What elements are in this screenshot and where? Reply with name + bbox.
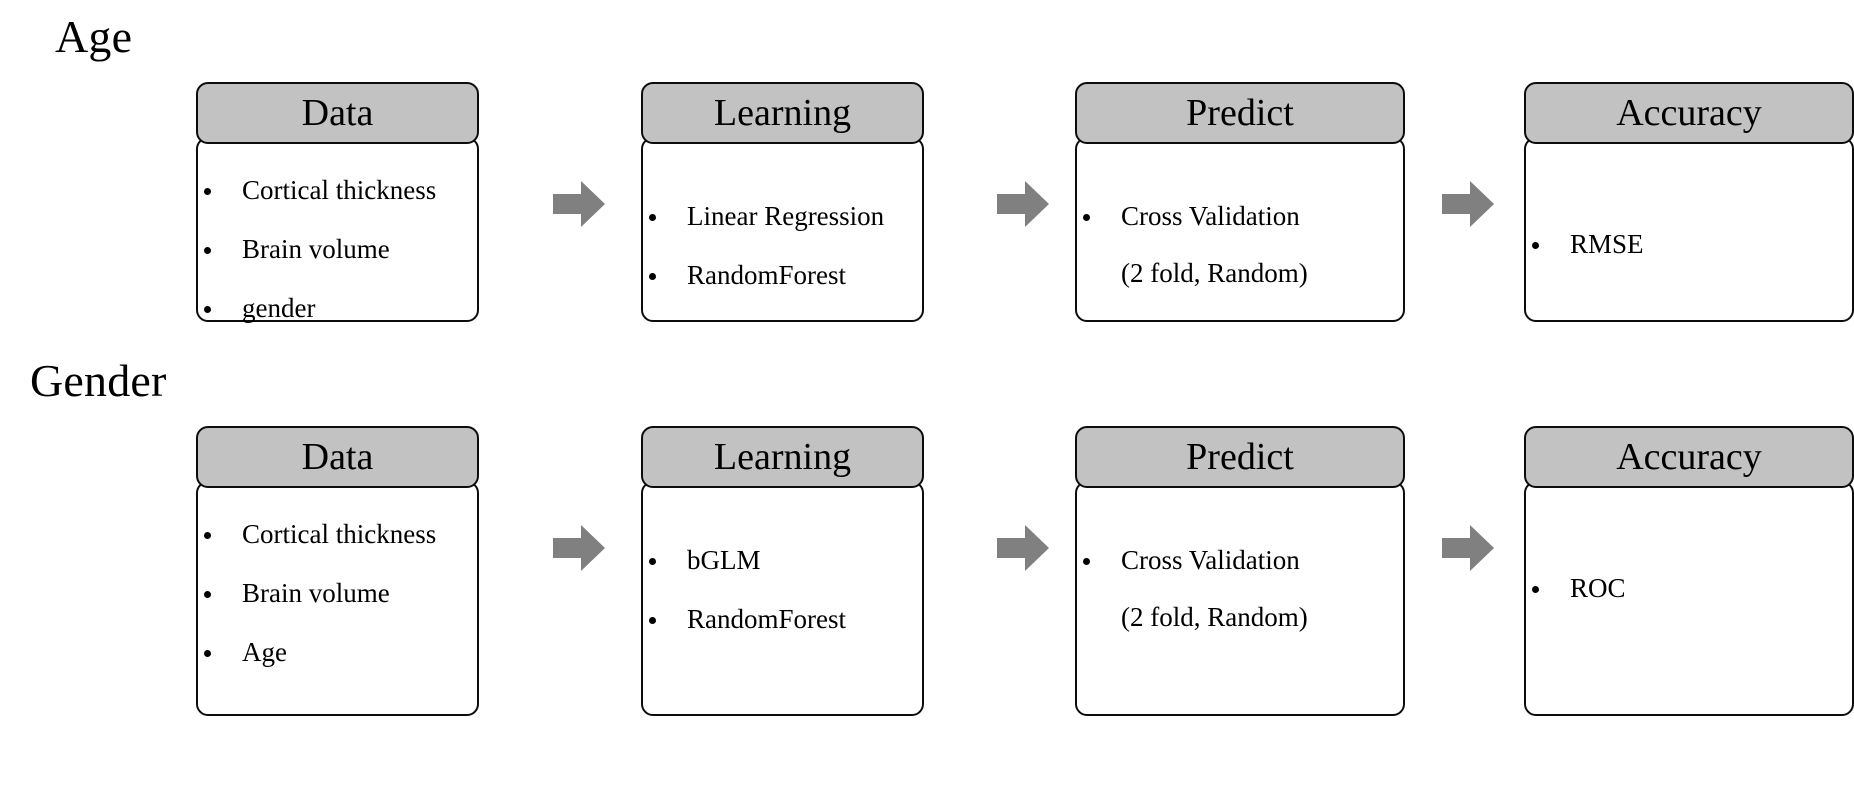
card-body-gender-accuracy: ROC xyxy=(1524,481,1854,716)
list-item: gender xyxy=(198,295,477,322)
bullet-list-age-accuracy: RMSE xyxy=(1526,139,1852,258)
row-label-gender: Gender xyxy=(30,355,167,406)
bullet-label: Linear Regression xyxy=(687,201,885,231)
bullet-dot-icon xyxy=(204,649,211,657)
card-gender-accuracy: Accuracy ROC xyxy=(1524,426,1854,716)
bullet-label: Age xyxy=(242,637,287,667)
card-body-age-learning: Linear Regression RandomForest xyxy=(641,137,924,322)
bullet-dot-icon xyxy=(1083,557,1090,565)
bullet-label: bGLM xyxy=(687,545,761,575)
card-title-gender-learning: Learning xyxy=(713,436,852,478)
card-body-gender-learning: bGLM RandomForest xyxy=(641,481,924,716)
card-header-gender-data: Data xyxy=(196,426,479,488)
card-title-gender-data: Data xyxy=(301,436,374,478)
list-item: Cortical thickness xyxy=(198,521,477,548)
card-header-gender-learning: Learning xyxy=(641,426,924,488)
card-header-gender-predict: Predict xyxy=(1075,426,1405,488)
bullet-list-age-data: Cortical thickness Brain volume gender xyxy=(198,139,477,322)
bullet-dot-icon xyxy=(1532,585,1539,593)
bullet-label: Cross Validation xyxy=(1121,545,1300,575)
card-gender-learning: Learning bGLM RandomForest xyxy=(641,426,924,716)
card-age-accuracy: Accuracy RMSE xyxy=(1524,82,1854,322)
bullet-dot-icon xyxy=(204,531,211,539)
bullet-sub-label: (2 fold, Random) xyxy=(1121,258,1308,288)
list-item: Brain volume xyxy=(198,580,477,607)
bullet-label: Brain volume xyxy=(242,234,390,264)
right-arrow-icon-gender-3 xyxy=(1442,522,1494,574)
bullet-label: Brain volume xyxy=(242,578,390,608)
card-body-age-accuracy: RMSE xyxy=(1524,137,1854,322)
bullet-label: gender xyxy=(242,293,316,323)
bullet-list-age-predict: Cross Validation (2 fold, Random) xyxy=(1077,139,1403,287)
list-item: Cross Validation xyxy=(1077,203,1403,230)
list-item: ROC xyxy=(1526,575,1852,602)
card-age-data: Data Cortical thickness Brain volume gen… xyxy=(196,82,479,322)
card-age-predict: Predict Cross Validation (2 fold, Random… xyxy=(1075,82,1405,322)
bullet-label: RMSE xyxy=(1570,229,1644,259)
bullet-label: Cortical thickness xyxy=(242,519,437,549)
card-header-age-data: Data xyxy=(196,82,479,144)
card-title-gender-predict: Predict xyxy=(1186,436,1294,478)
list-item: RandomForest xyxy=(643,606,922,633)
card-title-age-accuracy: Accuracy xyxy=(1616,92,1762,134)
card-gender-data: Data Cortical thickness Brain volume Age xyxy=(196,426,479,716)
bullet-dot-icon xyxy=(649,616,656,624)
card-title-age-predict: Predict xyxy=(1186,92,1294,134)
bullet-dot-icon xyxy=(649,272,656,280)
card-gender-predict: Predict Cross Validation (2 fold, Random… xyxy=(1075,426,1405,716)
bullet-dot-icon xyxy=(204,246,211,254)
bullet-dot-icon xyxy=(1083,213,1090,221)
bullet-dot-icon xyxy=(204,305,211,313)
card-body-age-data: Cortical thickness Brain volume gender xyxy=(196,137,479,322)
list-item: Age xyxy=(198,639,477,666)
bullet-dot-icon xyxy=(649,213,656,221)
card-title-age-data: Data xyxy=(301,92,374,134)
bullet-list-age-learning: Linear Regression RandomForest xyxy=(643,139,922,289)
right-arrow-icon-gender-2 xyxy=(997,522,1049,574)
bullet-dot-icon xyxy=(649,557,656,565)
bullet-label: RandomForest xyxy=(687,260,846,290)
bullet-dot-icon xyxy=(204,590,211,598)
bullet-list-gender-accuracy: ROC xyxy=(1526,483,1852,602)
card-header-age-predict: Predict xyxy=(1075,82,1405,144)
card-title-gender-accuracy: Accuracy xyxy=(1616,436,1762,478)
bullet-list-gender-data: Cortical thickness Brain volume Age xyxy=(198,483,477,666)
list-item: Brain volume xyxy=(198,236,477,263)
card-header-age-accuracy: Accuracy xyxy=(1524,82,1854,144)
list-item: bGLM xyxy=(643,547,922,574)
bullet-sub-label: (2 fold, Random) xyxy=(1121,602,1308,632)
bullet-label: ROC xyxy=(1570,573,1626,603)
bullet-label: Cortical thickness xyxy=(242,175,437,205)
bullet-label: RandomForest xyxy=(687,604,846,634)
bullet-list-gender-predict: Cross Validation (2 fold, Random) xyxy=(1077,483,1403,631)
bullet-list-gender-learning: bGLM RandomForest xyxy=(643,483,922,633)
bullet-label: Cross Validation xyxy=(1121,201,1300,231)
row-label-age: Age xyxy=(55,11,133,62)
right-arrow-icon-age-1 xyxy=(553,178,605,230)
list-item: RandomForest xyxy=(643,262,922,289)
list-item: Cortical thickness xyxy=(198,177,477,204)
card-body-age-predict: Cross Validation (2 fold, Random) xyxy=(1075,137,1405,322)
right-arrow-icon-age-2 xyxy=(997,178,1049,230)
bullet-dot-icon xyxy=(204,187,211,195)
card-body-gender-predict: Cross Validation (2 fold, Random) xyxy=(1075,481,1405,716)
card-header-age-learning: Learning xyxy=(641,82,924,144)
list-item: Linear Regression xyxy=(643,203,922,230)
card-title-age-learning: Learning xyxy=(713,92,852,134)
card-age-learning: Learning Linear Regression RandomForest xyxy=(641,82,924,322)
right-arrow-icon-age-3 xyxy=(1442,178,1494,230)
bullet-dot-icon xyxy=(1532,241,1539,249)
list-item: Cross Validation xyxy=(1077,547,1403,574)
card-body-gender-data: Cortical thickness Brain volume Age xyxy=(196,481,479,716)
right-arrow-icon-gender-1 xyxy=(553,522,605,574)
card-header-gender-accuracy: Accuracy xyxy=(1524,426,1854,488)
list-item: RMSE xyxy=(1526,231,1852,258)
